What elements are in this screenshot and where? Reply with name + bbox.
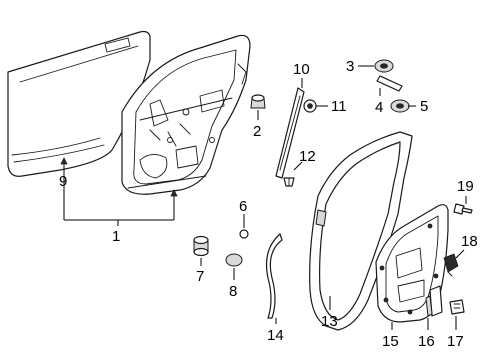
callout-18: 18 bbox=[461, 233, 478, 250]
callout-12: 12 bbox=[299, 148, 316, 165]
bolt-part-19 bbox=[453, 203, 473, 215]
plug-part-8 bbox=[225, 253, 243, 267]
callout-1: 1 bbox=[112, 228, 120, 245]
callout-8: 8 bbox=[229, 283, 237, 300]
hinge-part-16 bbox=[425, 285, 443, 317]
callout-labels: 1 2 3 4 5 6 7 8 9 10 11 12 13 14 15 16 1… bbox=[59, 58, 478, 350]
screw-part-12 bbox=[283, 177, 295, 187]
callout-17: 17 bbox=[447, 333, 464, 350]
callout-16: 16 bbox=[418, 333, 435, 350]
check-strap-part-14 bbox=[265, 233, 283, 319]
leader-lines bbox=[60, 65, 467, 330]
callout-7: 7 bbox=[196, 268, 204, 285]
callout-14: 14 bbox=[267, 327, 284, 344]
callout-5: 5 bbox=[420, 98, 428, 115]
grommet-part-5 bbox=[390, 99, 410, 113]
callout-4: 4 bbox=[375, 99, 383, 116]
callout-10: 10 bbox=[293, 61, 310, 78]
door-inner-shell bbox=[121, 34, 251, 195]
callout-19: 19 bbox=[457, 178, 474, 195]
pin-part-6 bbox=[239, 229, 249, 239]
window-channel-part-10 bbox=[275, 87, 305, 179]
bushing-part-7 bbox=[193, 235, 209, 257]
door-outer-panel bbox=[7, 30, 151, 177]
plug-part-2 bbox=[250, 94, 266, 109]
callout-3: 3 bbox=[346, 58, 354, 75]
callout-11: 11 bbox=[331, 98, 347, 115]
callout-6: 6 bbox=[239, 198, 247, 215]
grommet-part-11 bbox=[303, 99, 317, 113]
hinge-bracket-part-17 bbox=[449, 299, 465, 315]
clip-part-18 bbox=[443, 253, 459, 277]
clip-part-4 bbox=[376, 75, 403, 92]
callout-9: 9 bbox=[59, 173, 67, 190]
callout-15: 15 bbox=[382, 333, 399, 350]
callout-2: 2 bbox=[253, 123, 261, 140]
callout-13: 13 bbox=[321, 313, 338, 330]
grommet-part-3 bbox=[374, 59, 394, 73]
